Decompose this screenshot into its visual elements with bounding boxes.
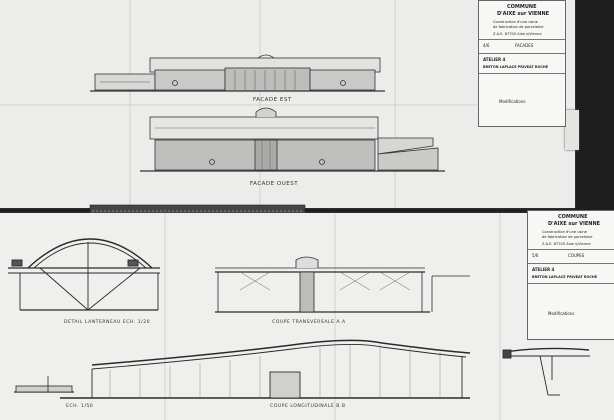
small-section (14, 376, 74, 393)
tb-rule-1 (479, 39, 565, 40)
footer-mark: Modifications (548, 311, 575, 316)
coupe-longitudinale (60, 339, 471, 399)
sheet-number: 4/6 (483, 43, 490, 48)
commune-line1: COMMUNE (558, 214, 588, 220)
commune-line2: D'AIXE sur VIENNE (548, 221, 601, 227)
commune-line1: COMMUNE (507, 4, 537, 10)
facade-est-label: FACADE EST (253, 97, 292, 103)
address: Z.A.E. 87700 Aixe s/Vienne (542, 242, 591, 246)
project-line2: de fabrication de porcelaine (493, 25, 544, 29)
coupe-transversale-label: COUPE TRANSVERSALE A.A (272, 320, 346, 325)
sheet-title: FACADES (515, 43, 534, 48)
tb-rule-2 (479, 53, 565, 54)
coupe-longitudinale-label: COUPE LONGITUDINALE B.B (270, 404, 346, 409)
project-line2: de fabrication de porcelaine (542, 235, 593, 239)
tb-rule-2 (528, 263, 614, 264)
detail-lanterneau-label: DETAIL LANTERNEAU ECH. 1/20 (64, 320, 151, 325)
tb-rule-3 (528, 283, 614, 284)
detail-cheneaux (502, 347, 590, 396)
top-sheet-edge-fold (565, 110, 579, 150)
facade-ouest-label: FACADE OUEST (250, 181, 299, 187)
sheet-number: 5/6 (532, 253, 539, 258)
facade-ouest-elevation (140, 107, 445, 172)
project-line1: Construction d'une usine (493, 20, 538, 24)
footer-mark: Modifications (499, 99, 526, 104)
coupe-transversale (215, 256, 470, 313)
bottom-sheet (0, 213, 614, 420)
architect-name: ATELIER 4 (483, 57, 506, 62)
sheet-title: COUPES (568, 253, 585, 258)
scale-label: ECH. 1/50 (66, 404, 94, 409)
tb-rule-3 (479, 73, 565, 74)
architects-line: BRETON LAPLACE PRIVEAT ROCHE (483, 65, 549, 69)
architect-name: ATELIER 4 (532, 267, 555, 272)
bottom-title-block: COMMUNE D'AIXE sur VIENNE Construction d… (527, 210, 614, 340)
address: Z.A.E. 87700 Aixe s/Vienne (493, 32, 542, 36)
project-line1: Construction d'une usine (542, 230, 587, 234)
detail-lanterneau (8, 238, 160, 311)
facade-est-elevation (90, 54, 385, 92)
top-title-block: COMMUNE D'AIXE sur VIENNE Construction d… (478, 0, 566, 127)
architects-line: BRETON LAPLACE PRIVEAT ROCHE (532, 275, 598, 279)
tb-rule-1 (528, 249, 614, 250)
commune-line2: D'AIXE sur VIENNE (497, 11, 550, 17)
